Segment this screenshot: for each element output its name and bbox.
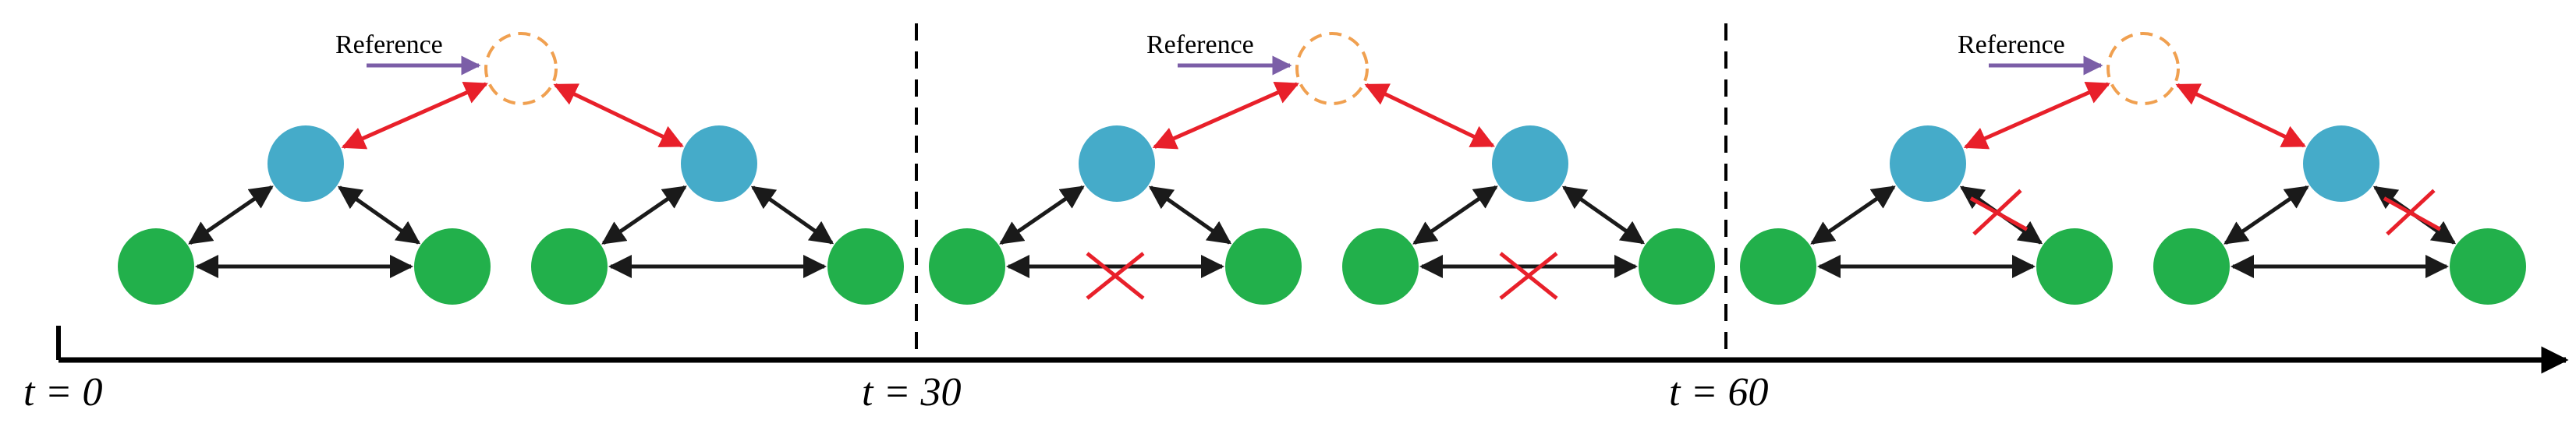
follower-node-1 bbox=[1740, 228, 1816, 305]
leader-follower-link bbox=[1148, 185, 1232, 245]
leader-follower-link bbox=[1810, 185, 1896, 245]
panel-1: Reference bbox=[929, 30, 1715, 305]
follower-node-4 bbox=[1639, 228, 1715, 305]
leader-node-1 bbox=[1890, 125, 1966, 202]
reference-label: Reference bbox=[1958, 30, 2065, 59]
follower-node-3 bbox=[2153, 228, 2230, 305]
follower-node-1 bbox=[118, 228, 194, 305]
cut-mark bbox=[1499, 252, 1558, 300]
leader-follower-link bbox=[337, 185, 421, 245]
time-label-60: t = 60 bbox=[1669, 370, 1769, 415]
leader-node-2 bbox=[681, 125, 757, 202]
leader-node-2 bbox=[1492, 125, 1568, 202]
leader-node-1 bbox=[268, 125, 344, 202]
leader-node-1 bbox=[1079, 125, 1155, 202]
leader-follower-link bbox=[999, 185, 1085, 245]
follower-node-2 bbox=[1225, 228, 1302, 305]
follower-node-2 bbox=[414, 228, 491, 305]
leader-reference-link bbox=[1364, 83, 1495, 148]
reference-node bbox=[484, 32, 558, 105]
panel-0: Reference bbox=[118, 30, 904, 305]
leader-follower-link bbox=[750, 185, 834, 245]
reference-label: Reference bbox=[1146, 30, 1254, 59]
reference-node bbox=[1295, 32, 1369, 105]
cut-mark-stroke bbox=[1969, 196, 2029, 231]
leader-reference-link bbox=[1963, 82, 2110, 150]
time-label-0: t = 0 bbox=[23, 370, 103, 415]
follower-node-2 bbox=[2036, 228, 2113, 305]
leader-follower-link bbox=[2223, 185, 2309, 245]
follower-node-3 bbox=[531, 228, 608, 305]
leader-follower-link bbox=[601, 185, 687, 245]
reference-node bbox=[2107, 32, 2180, 105]
reference-label: Reference bbox=[335, 30, 443, 59]
follower-node-1 bbox=[929, 228, 1005, 305]
follower-node-3 bbox=[1342, 228, 1419, 305]
panel-2: Reference bbox=[1740, 30, 2526, 305]
cut-mark-stroke bbox=[1499, 252, 1558, 300]
leader-node-2 bbox=[2303, 125, 2379, 202]
cut-mark-stroke bbox=[1086, 252, 1145, 300]
time-label-30: t = 30 bbox=[862, 370, 962, 415]
cut-mark-stroke bbox=[2383, 196, 2442, 231]
leader-reference-link bbox=[553, 83, 684, 148]
cut-mark bbox=[2383, 189, 2442, 236]
leader-follower-link bbox=[188, 185, 274, 245]
follower-node-4 bbox=[827, 228, 904, 305]
follower-node-4 bbox=[2450, 228, 2526, 305]
leader-follower-link bbox=[1412, 185, 1498, 245]
time-axis bbox=[56, 326, 2569, 374]
leader-reference-link bbox=[1152, 82, 1299, 150]
leader-reference-link bbox=[341, 82, 488, 150]
leader-reference-link bbox=[2175, 83, 2306, 148]
cut-mark bbox=[1086, 252, 1145, 300]
cut-mark bbox=[1969, 189, 2029, 236]
leader-follower-link bbox=[1561, 185, 1646, 245]
